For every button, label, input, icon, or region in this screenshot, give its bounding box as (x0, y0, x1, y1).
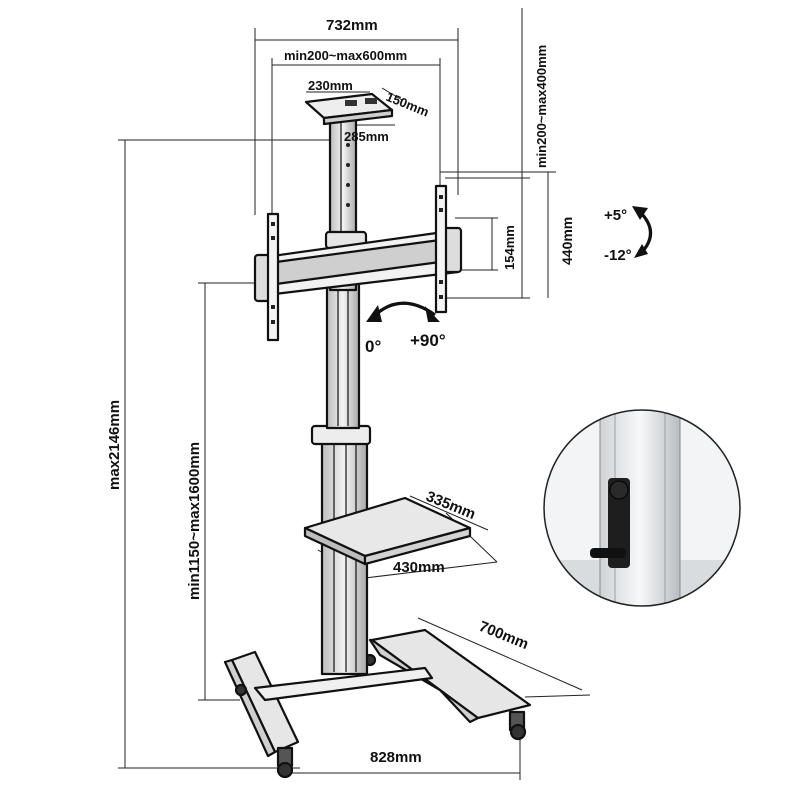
column (310, 98, 372, 676)
label-plate-width: 230mm (308, 78, 353, 93)
dimension-lines (118, 8, 591, 780)
label-plate-length: 285mm (344, 129, 389, 144)
labels: 732mm min200~max600mm 230mm 150mm 285mm … (106, 17, 632, 766)
tv-bracket (253, 184, 463, 342)
caster-front-right (508, 710, 527, 741)
camera-plate (304, 92, 394, 126)
label-max-height: max2146mm (106, 400, 123, 490)
label-overall-width: 732mm (326, 17, 378, 34)
label-bracket-height: 440mm (559, 217, 575, 265)
caster-rear-left (234, 683, 248, 697)
base (223, 628, 532, 779)
label-tilt-up: +5° (604, 207, 627, 224)
label-height-range: min1150~max1600mm (186, 442, 203, 600)
label-shelf-width: 430mm (393, 559, 445, 576)
label-bracket-inner: 154mm (502, 225, 517, 270)
label-rotate-start: 0° (365, 337, 381, 356)
label-vesa-range: min200~max600mm (284, 48, 407, 63)
shelf (303, 496, 472, 566)
label-base-depth: 700mm (477, 618, 531, 653)
crank-detail-inset (543, 409, 741, 607)
label-base-width: 828mm (370, 749, 422, 766)
label-rotate-end: +90° (410, 331, 446, 350)
label-vertical-vesa: min200~max400mm (534, 45, 549, 168)
rotation-arrow-icon (366, 301, 440, 322)
label-tilt-down: -12° (604, 247, 632, 264)
caster-front-left (276, 746, 294, 779)
tilt-arrow-icon (632, 206, 653, 258)
